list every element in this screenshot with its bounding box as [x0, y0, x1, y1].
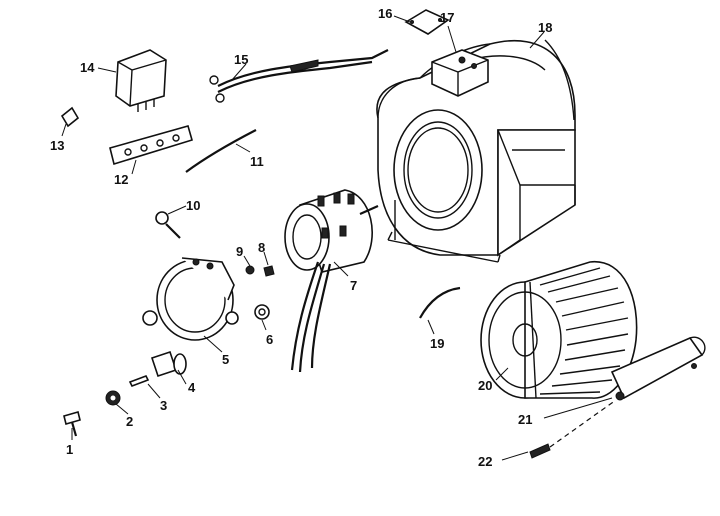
wire-11 — [185, 129, 257, 173]
washer-6 — [254, 304, 270, 320]
shaft-key — [128, 374, 150, 388]
cover-plate — [404, 9, 450, 35]
motor — [284, 189, 379, 373]
nut-9 — [245, 265, 255, 275]
nut — [105, 390, 121, 406]
terminal-strip — [109, 125, 193, 166]
callout-13: 13 — [50, 138, 64, 153]
callout-16: 16 — [378, 6, 392, 21]
callout-5: 5 — [222, 352, 229, 367]
callout-1: 1 — [66, 442, 73, 457]
callout-14: 14 — [80, 60, 95, 75]
callout-9: 9 — [236, 244, 243, 259]
screw-8 — [263, 265, 275, 277]
callout-3: 3 — [160, 398, 167, 413]
leader-lines — [61, 15, 613, 461]
mounting-block — [431, 49, 489, 97]
callout-17: 17 — [440, 10, 454, 25]
bushing — [150, 350, 187, 378]
callout-6: 6 — [266, 332, 273, 347]
set-screw — [529, 399, 617, 459]
callout-21: 21 — [518, 412, 532, 427]
callout-2: 2 — [126, 414, 133, 429]
callout-10: 10 — [186, 198, 200, 213]
callout-7: 7 — [350, 278, 357, 293]
wire-tie — [419, 286, 461, 319]
wire-harness — [209, 49, 389, 103]
screw-10 — [155, 211, 181, 239]
callout-labels: 1 2 3 4 5 6 7 8 9 10 11 12 13 14 15 16 1… — [50, 6, 552, 469]
bolt — [63, 411, 81, 437]
clip-13 — [60, 106, 80, 128]
callout-11: 11 — [250, 154, 264, 169]
callout-18: 18 — [538, 20, 552, 35]
capacitor — [115, 49, 167, 112]
motor-mount — [142, 257, 239, 341]
callout-4: 4 — [188, 380, 196, 395]
callout-8: 8 — [258, 240, 265, 255]
cutoff-plate — [610, 336, 706, 401]
callout-22: 22 — [478, 454, 492, 469]
callout-20: 20 — [478, 378, 492, 393]
blower-wheel — [480, 261, 638, 399]
callout-15: 15 — [234, 52, 248, 67]
callout-19: 19 — [430, 336, 444, 351]
callout-12: 12 — [114, 172, 128, 187]
blower-housing — [376, 39, 576, 263]
